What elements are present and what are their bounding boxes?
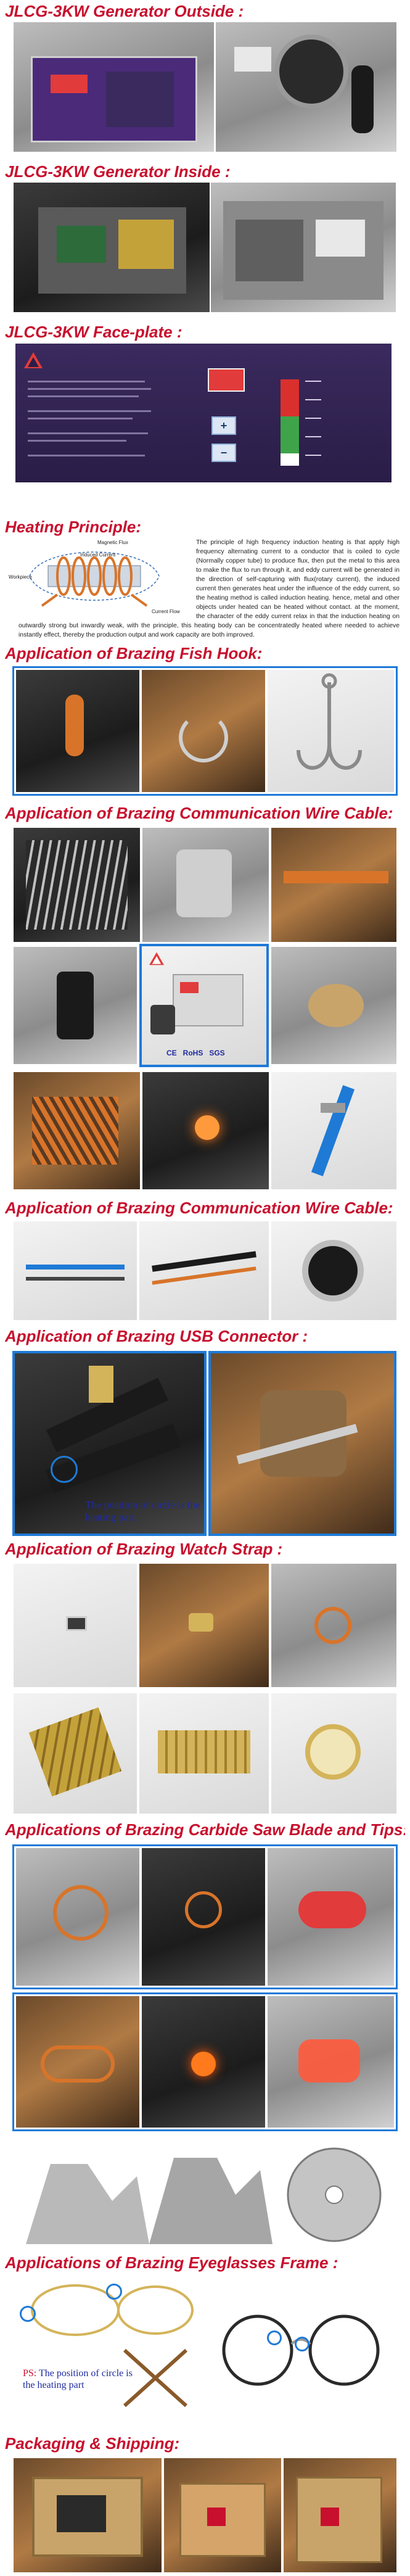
induction-heating-diagram: Magnetic Flux Induced Current Workpiece … [5,538,190,615]
diagram-label-current-flow: Current Flow [152,609,180,614]
saw-blade-photo-5 [142,1996,265,2128]
saw-frame-bottom [12,1992,398,2131]
wire-cable-photo-1 [14,828,140,942]
heating-position-circle [267,2330,282,2345]
saw-blades-product-photo [14,2139,396,2247]
wire-cable-photo-3 [271,828,396,942]
watch-strap-photo-4 [14,1693,137,1814]
wire-cable-photo-2 [142,828,269,942]
saw-blade-photo-4 [16,1996,139,2128]
cert-sgs-badge: SGS [209,1049,225,1057]
heating-position-circle [20,2306,36,2322]
cert-ce-badge: CE [166,1049,177,1057]
fish-hook-photo-1 [16,670,139,792]
diagram-label-workpiece: Workpiece [9,574,32,580]
usb-heating-caption: The position of circle is the heating pa… [85,1499,200,1523]
generator-inside-photo-left [14,183,210,312]
power-down-button[interactable]: − [211,444,236,462]
section-title-principle: Heating Principle: [5,518,142,536]
section-title-fish-hook: Application of Brazing Fish Hook: [5,644,263,663]
wire-cable-photo-11 [271,1221,396,1320]
faceplate-panel: + − [15,344,392,482]
saw-blade-photo-6 [268,1996,394,2128]
fish-hook-photo-2 [142,670,265,792]
watch-strap-photo-3 [271,1564,396,1687]
wire-cable-photo-9 [14,1221,137,1320]
heating-position-circle [106,2284,122,2300]
packaging-photo-3 [284,2458,396,2572]
section-title-wire-cable-2: Application of Brazing Communication Wir… [5,1199,393,1217]
watch-strap-photo-1 [14,1564,137,1687]
watch-strap-photo-6 [271,1693,396,1814]
generator-product-photo: CE RoHS SGS [139,944,269,1067]
usb-connector-photo-1 [12,1351,207,1536]
wire-cable-photo-7 [142,1072,269,1189]
wire-cable-photo-5 [271,947,396,1064]
diagram-label-magnetic-flux: Magnetic Flux [97,540,128,545]
generator-inside-photo-right [211,183,396,312]
power-up-button[interactable]: + [211,416,236,435]
saw-frame-top [12,1844,398,1989]
wire-cable-photo-10 [139,1221,269,1320]
section-title-saw: Applications of Brazing Carbide Saw Blad… [5,1820,405,1839]
generator-outside-photo-front [14,22,214,152]
section-title-usb: Application of Brazing USB Connector : [5,1327,308,1345]
principle-paragraph-right: The principle of high frequency inductio… [196,539,400,620]
power-display-indicator [208,368,245,392]
brand-logo-icon [24,352,43,368]
section-title-packaging: Packaging & Shipping: [5,2434,180,2453]
packaging-photo-2 [164,2458,281,2572]
saw-blade-photo-1 [16,1848,139,1986]
watch-strap-photo-5 [139,1693,269,1814]
wire-cable-photo-6 [14,1072,140,1189]
brand-logo-icon [149,952,164,965]
wire-cable-photo-4 [14,947,137,1064]
cert-rohs-badge: RoHS [182,1049,203,1057]
wire-cable-photo-8 [271,1072,396,1189]
principle-paragraph-full: outwardly strong but inwardly weak, with… [18,622,400,638]
eyeglasses-photo-1: PS: The position of circle is the heatin… [14,2276,205,2415]
heating-position-circle [295,2337,310,2351]
diagram-label-induced-current: Induced Current [80,552,116,558]
fish-hook-frame [12,666,398,796]
packaging-photo-1 [14,2458,162,2572]
heating-position-circle [51,1456,78,1483]
section-title-inside: JLCG-3KW Generator Inside : [5,162,231,181]
eyeglasses-photo-2 [208,2276,396,2415]
section-title-wire-cable-1: Application of Brazing Communication Wir… [5,804,393,822]
section-title-outside: JLCG-3KW Generator Outside : [5,2,244,20]
saw-blade-photo-3 [268,1848,394,1986]
section-title-watch: Application of Brazing Watch Strap : [5,1540,283,1558]
usb-connector-photo-2 [208,1351,396,1536]
section-title-eyeglasses: Applications of Brazing Eyeglasses Frame… [5,2253,338,2272]
saw-blade-photo-2 [142,1848,265,1986]
section-title-faceplate: JLCG-3KW Face-plate : [5,323,182,341]
fish-hook-photo-3 [268,670,394,792]
generator-outside-photo-back [216,22,396,152]
eyeglasses-heating-caption: PS: The position of circle is the heatin… [23,2368,133,2390]
watch-strap-photo-2 [139,1564,269,1687]
